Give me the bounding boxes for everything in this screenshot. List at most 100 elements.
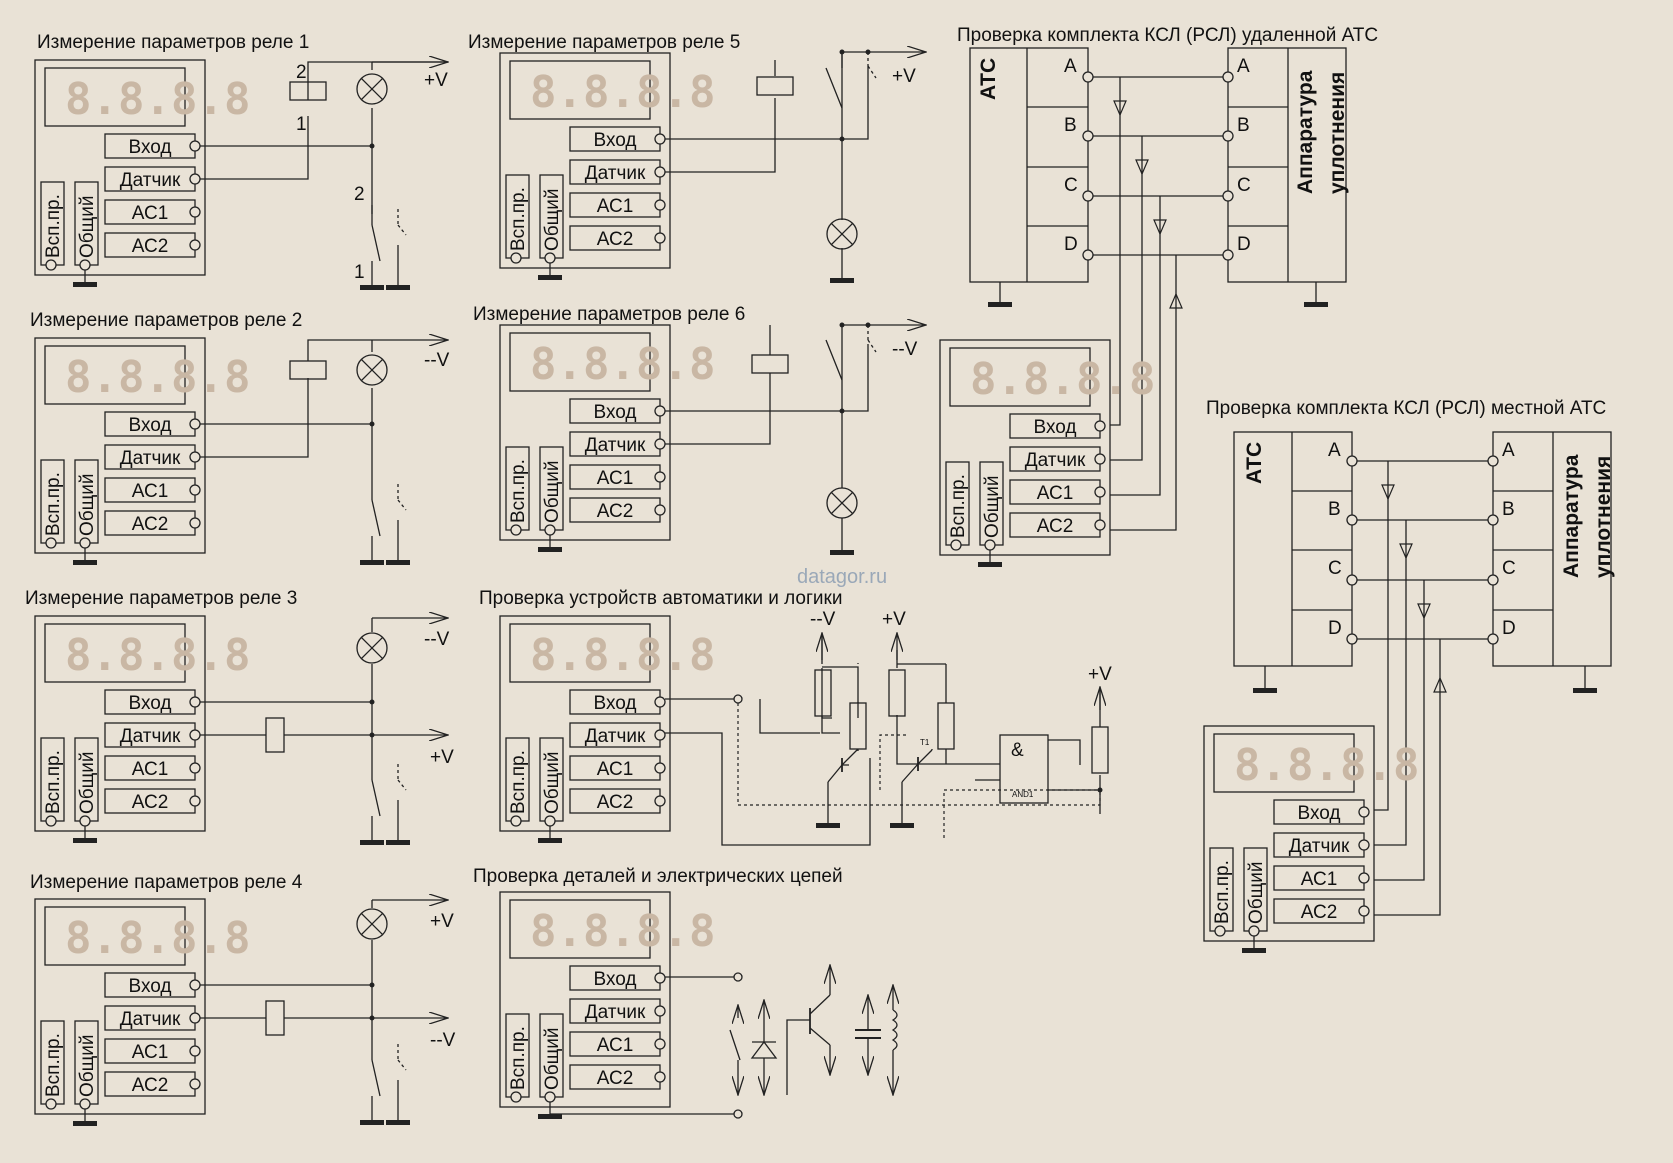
resistor-icon: [888, 669, 906, 717]
line-label: B: [1064, 115, 1077, 136]
panel-parts: Проверка деталей и электрических цепей 8…: [473, 866, 897, 1120]
meter-device: 8.8.8.8 Вход Датчик АС1 АС2 Всп.пр. Общи…: [34, 337, 250, 566]
relay-contact-icon: [359, 1039, 411, 1126]
terminal-ac2-label: АС2: [597, 1068, 634, 1089]
relay-contact-icon: [359, 204, 411, 291]
terminal-sensor-label: Датчик: [585, 726, 646, 747]
terminal-ac2-label: АС2: [132, 1075, 169, 1096]
digit-display: 8.8.8.8: [65, 352, 250, 403]
terminal-input-label: Вход: [1298, 803, 1341, 824]
meter-device: 8.8.8.8 Вход Датчик АС1 АС2 Всп.пр. Общи…: [499, 52, 715, 281]
aux-label: Всп.пр.: [508, 187, 529, 251]
relay-coil: [289, 360, 327, 380]
line-label: D: [1064, 234, 1078, 255]
terminal-ac1-label: АС1: [132, 203, 169, 224]
terminal-ac1-label: АС1: [1301, 869, 1338, 890]
common-label: Общий: [77, 473, 98, 536]
contact-pin-label: 1: [354, 262, 365, 283]
switch-icon: [729, 1005, 740, 1095]
resistor-icon: [1091, 726, 1109, 774]
meter-device: 8.8.8.8 Вход Датчик АС1 АС2 Всп.пр. Общи…: [499, 615, 715, 844]
relay-coil: [265, 1000, 285, 1036]
supply-label: +V: [882, 609, 906, 630]
terminal-ac1-label: АС1: [597, 468, 634, 489]
terminal-sensor-label: Датчик: [585, 163, 646, 184]
supply-label: +V: [430, 747, 454, 768]
panel-title: Измерение параметров реле 1: [37, 32, 309, 53]
aux-label: Всп.пр.: [1212, 860, 1233, 924]
line-label: C: [1502, 558, 1516, 579]
terminal-input-label: Вход: [1034, 417, 1077, 438]
and-gate: [999, 734, 1049, 804]
terminal-ac1-label: АС1: [597, 759, 634, 780]
panel-title: Проверка комплекта КСЛ (РСЛ) удаленной А…: [957, 25, 1378, 46]
line-label: C: [1064, 175, 1078, 196]
supply-label: --V: [424, 350, 450, 371]
terminal-ac2-label: АС2: [132, 236, 169, 257]
ats-block: [1233, 431, 1353, 667]
resistor-icon: [937, 702, 955, 750]
line-label: D: [1328, 618, 1342, 639]
relay-coil: [751, 354, 789, 374]
transistor-label: T1: [920, 738, 930, 747]
ats-label: АТС: [977, 58, 1000, 100]
line-label: B: [1502, 499, 1515, 520]
supply-label: --V: [892, 339, 918, 360]
terminal-input-label: Вход: [594, 693, 637, 714]
terminal-sensor-label: Датчик: [1289, 836, 1350, 857]
gate-name: AND1: [1012, 790, 1034, 799]
terminal-ac2-label: АС2: [597, 792, 634, 813]
terminal-ac1-label: АС1: [132, 481, 169, 502]
aux-label: Всп.пр.: [43, 194, 64, 258]
terminal-ac1-label: АС1: [597, 1035, 634, 1056]
gate-symbol: &: [1011, 740, 1024, 761]
multiplexer-block: [1227, 47, 1347, 283]
terminal-ac1-label: АС1: [597, 196, 634, 217]
terminal-input-label: Вход: [129, 415, 172, 436]
ats-block: [969, 47, 1089, 283]
lamp-icon: [356, 908, 388, 940]
common-label: Общий: [542, 460, 563, 523]
aux-label: Всп.пр.: [948, 474, 969, 538]
common-label: Общий: [542, 751, 563, 814]
panel-local-ats: Проверка комплекта КСЛ (РСЛ) местной АТС…: [1203, 398, 1615, 954]
supply-label: --V: [430, 1030, 456, 1051]
common-label: Общий: [77, 1034, 98, 1097]
meter-device: 8.8.8.8 Вход Датчик АС1 АС2 Всп.пр. Общи…: [499, 891, 715, 1120]
terminal-ac2-label: АС2: [597, 501, 634, 522]
panel-title: Проверка деталей и электрических цепей: [473, 866, 843, 887]
panel-title: Проверка комплекта КСЛ (РСЛ) местной АТС: [1206, 398, 1606, 419]
aux-label: Всп.пр.: [43, 1033, 64, 1097]
supply-label: +V: [424, 70, 448, 91]
terminal-sensor-label: Датчик: [120, 726, 181, 747]
line-label: B: [1328, 499, 1341, 520]
common-label: Общий: [982, 475, 1003, 538]
capacitor-icon: [855, 995, 881, 1075]
meter-device: 8.8.8.8 Вход Датчик АС1 АС2 Всп.пр. Общи…: [34, 59, 250, 288]
panel-logic: Проверка устройств автоматики и логики 8…: [479, 588, 1112, 846]
digit-display: 8.8.8.8: [530, 630, 715, 681]
relay-coil: [265, 717, 285, 753]
panel-relay-5: Измерение параметров реле 5 8.8.8.8 Вход…: [468, 32, 926, 283]
coil-pin-label: 1: [296, 114, 307, 135]
multiplexer-label: Аппаратура: [1294, 70, 1317, 194]
supply-label: --V: [810, 609, 836, 630]
supply-label: +V: [1088, 664, 1112, 685]
common-label: Общий: [542, 1027, 563, 1090]
aux-label: Всп.пр.: [43, 472, 64, 536]
terminal-sensor-label: Датчик: [1025, 450, 1086, 471]
lamp-icon: [356, 632, 388, 664]
terminal-ac1-label: АС1: [132, 759, 169, 780]
terminal-sensor-label: Датчик: [120, 1009, 181, 1030]
line-label: A: [1064, 56, 1077, 77]
meter-device: 8.8.8.8 Вход Датчик АС1 АС2 Всп.пр. Общи…: [34, 615, 250, 844]
meter-device: 8.8.8.8 Вход Датчик АС1 АС2 Всп.пр. Общи…: [34, 898, 250, 1127]
common-label: Общий: [1246, 861, 1267, 924]
panel-title: Проверка устройств автоматики и логики: [479, 588, 842, 609]
relay-coil: [289, 81, 327, 101]
relay-contact-icon: [359, 759, 411, 846]
digit-display: 8.8.8.8: [530, 906, 715, 957]
terminal-ac2-label: АС2: [1037, 516, 1074, 537]
multiplexer-label: уплотнения: [1592, 456, 1615, 578]
